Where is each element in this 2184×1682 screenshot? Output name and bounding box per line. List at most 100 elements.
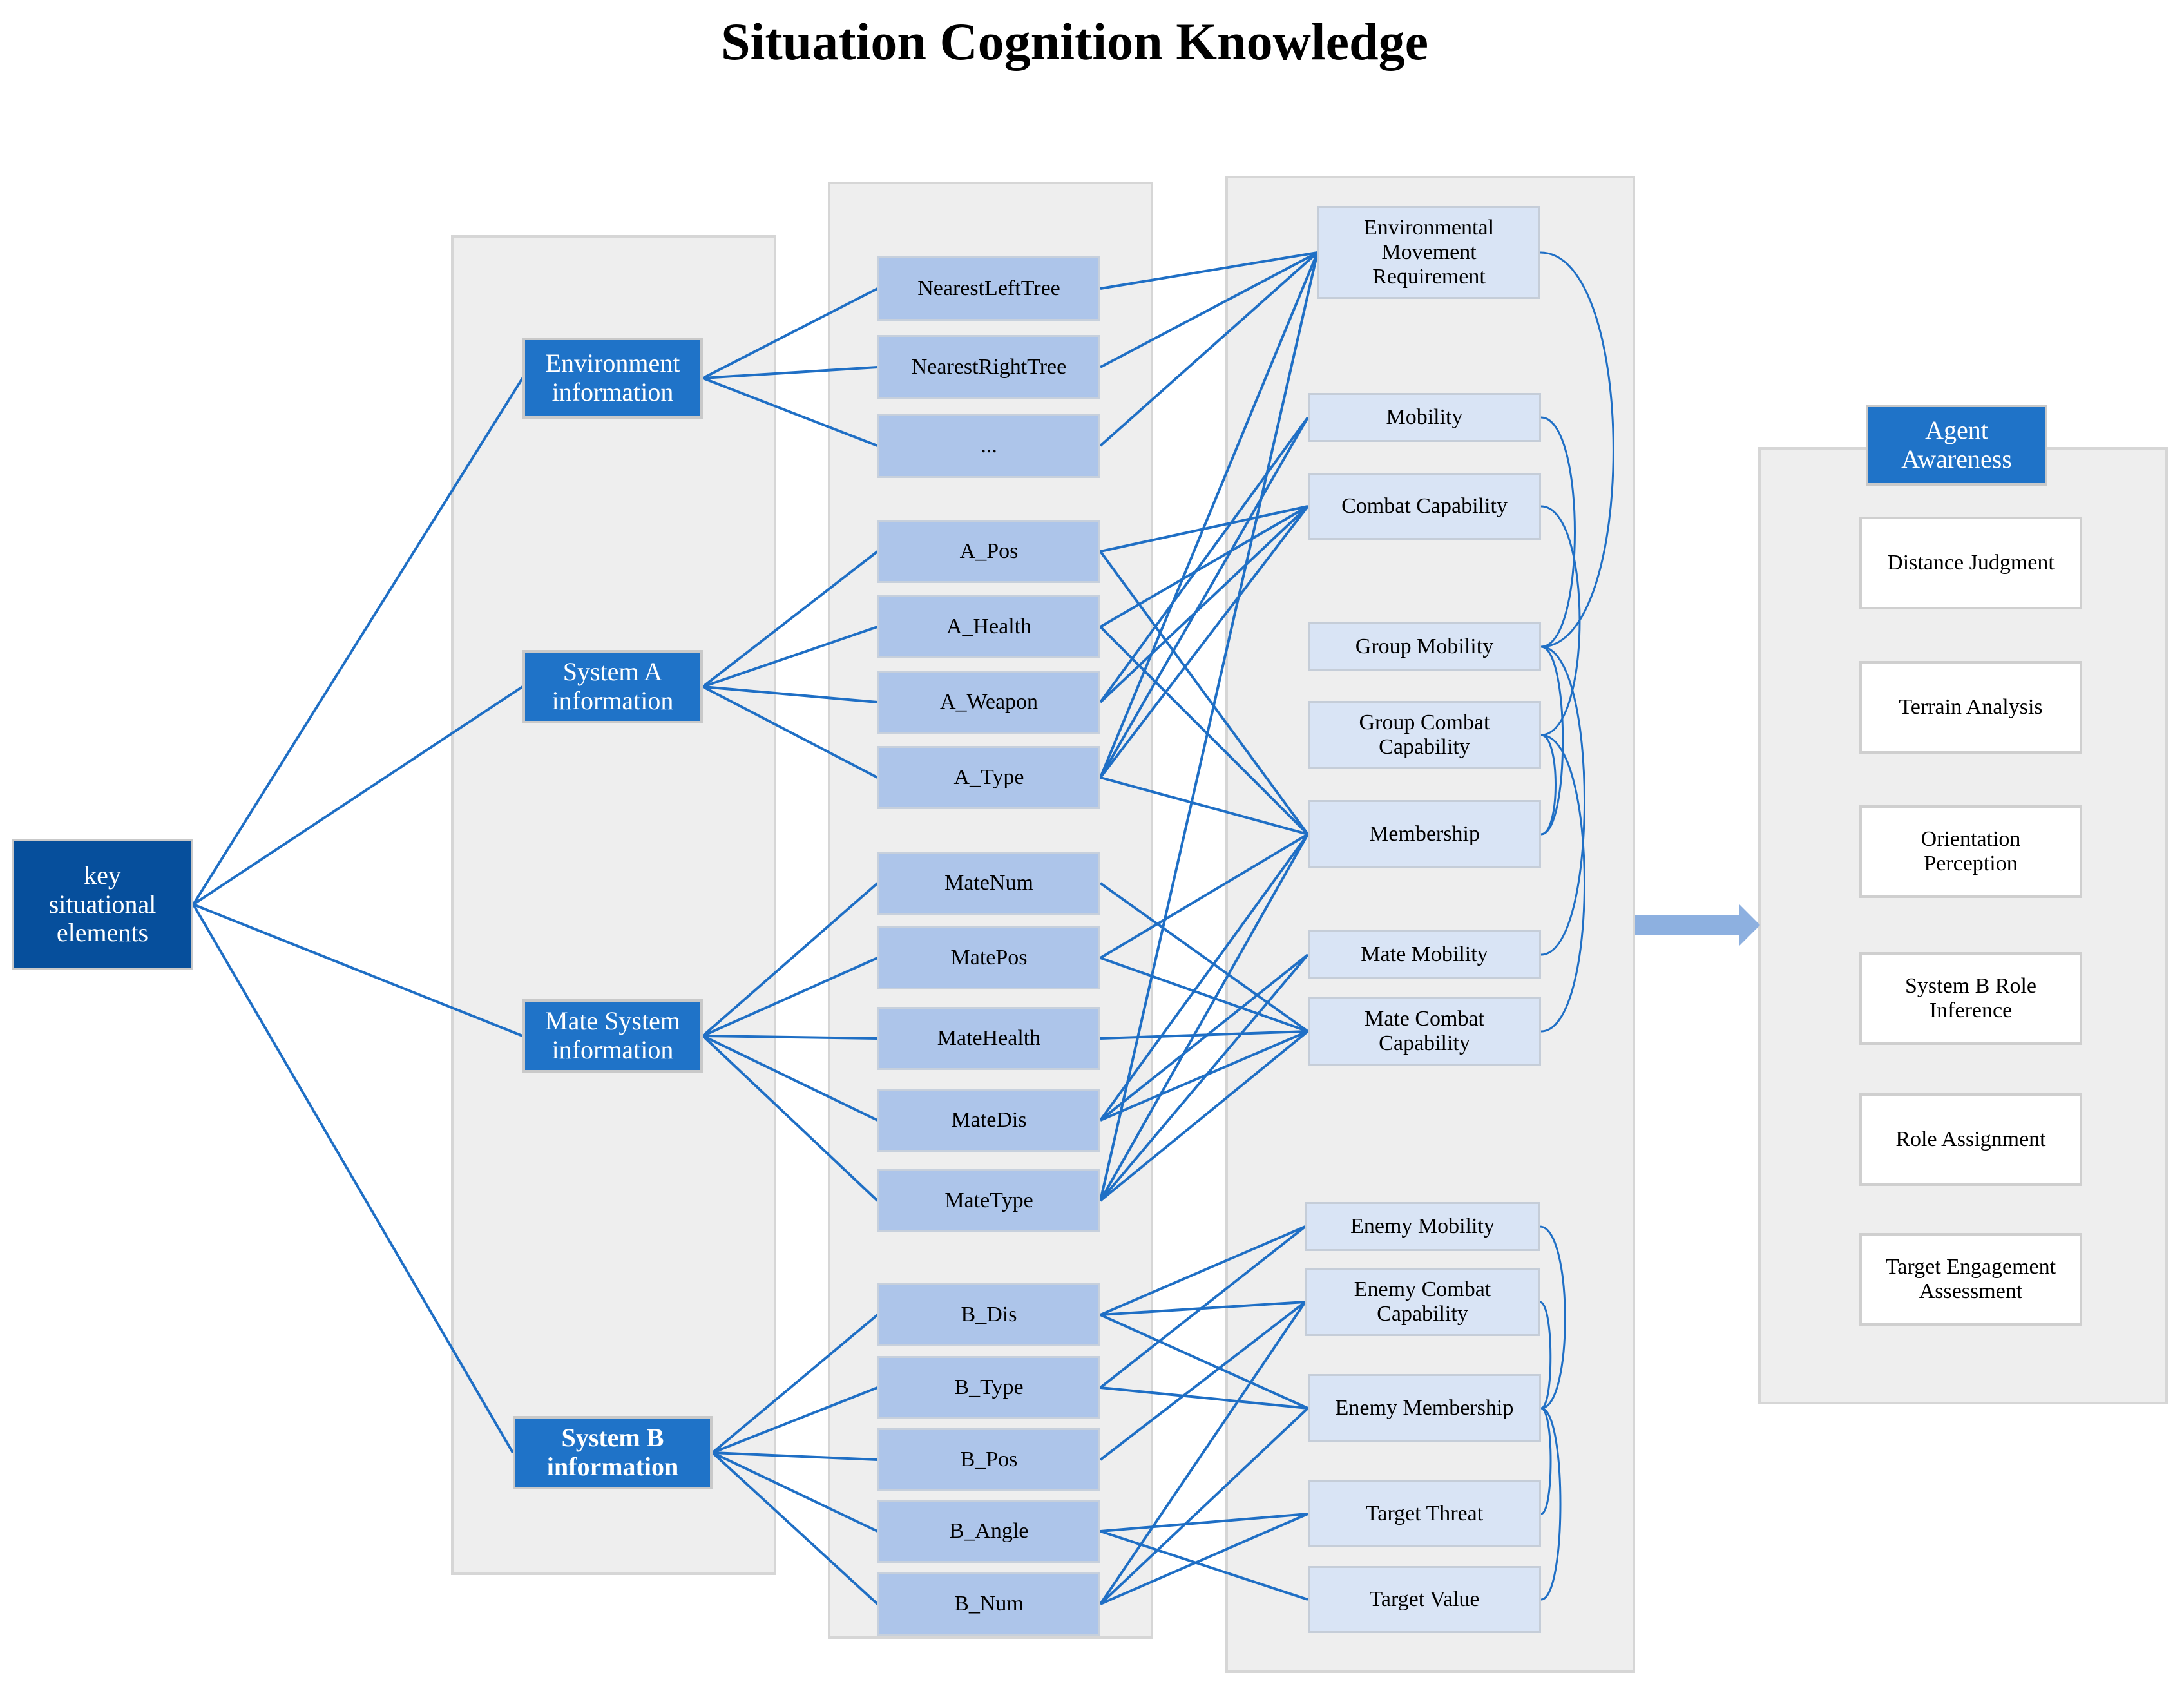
element-b-pos: B_Pos — [877, 1428, 1100, 1491]
awareness-terrain-analysis: Terrain Analysis — [1859, 661, 2082, 754]
knowledge-mate-mobility: Mate Mobility — [1308, 930, 1541, 979]
link-etc-envmove — [1099, 251, 1319, 447]
curve-envmove-groupmob — [1540, 251, 1614, 648]
element-a-pos: A_Pos — [877, 520, 1100, 583]
element-mate-num: MateNum — [877, 852, 1100, 915]
curve-enemymem-value — [1540, 1407, 1562, 1601]
curve-groupcomb-matecomb — [1540, 734, 1585, 1033]
element-b-num: B_Num — [877, 1572, 1100, 1636]
link-matepos-matecomb — [1100, 957, 1308, 1033]
link-aweapon-mobility — [1099, 416, 1309, 703]
element-b-dis: B_Dis — [877, 1283, 1100, 1346]
link-mate-matedis — [702, 1035, 878, 1122]
link-aweapon-combat — [1099, 505, 1309, 703]
curve-combat-groupcomb — [1540, 505, 1581, 736]
link-bdis-enemymob — [1100, 1225, 1306, 1316]
link-root-sysB — [192, 903, 514, 1454]
awareness-system-b-role-inference: System B Role Inference — [1859, 952, 2082, 1045]
awareness-title: Agent Awareness — [1866, 405, 2047, 486]
knowledge-environmental-movement: Environmental Movement Requirement — [1317, 206, 1540, 299]
link-matetype-membership — [1099, 834, 1309, 1201]
knowledge-mobility: Mobility — [1308, 393, 1541, 442]
category-panel — [451, 235, 776, 1575]
link-atype-membership — [1100, 776, 1308, 836]
knowledge-enemy-membership: Enemy Membership — [1308, 1374, 1541, 1442]
link-btype-enemymob — [1099, 1225, 1307, 1389]
link-bdis-enemymem — [1100, 1314, 1308, 1410]
category-environment: Environment information — [522, 338, 703, 419]
link-bangle-threat — [1100, 1513, 1308, 1533]
awareness-target-engagement: Target Engagement Assessment — [1859, 1233, 2082, 1326]
link-env-nrt — [702, 366, 878, 379]
awareness-orientation-perception: Orientation Perception — [1859, 805, 2082, 898]
link-mate-matenum — [702, 882, 879, 1037]
element-nearest-right-tree: NearestRightTree — [877, 335, 1100, 399]
link-matenum-matecomb — [1099, 882, 1309, 1033]
element-b-type: B_Type — [877, 1356, 1100, 1419]
link-bnum-enemymem — [1099, 1407, 1309, 1605]
link-apos-membership — [1099, 550, 1309, 836]
link-env-etc — [702, 377, 878, 447]
knowledge-enemy-mobility: Enemy Mobility — [1305, 1202, 1540, 1251]
link-matedis-matemob — [1099, 953, 1309, 1122]
link-sysA-aweapon — [702, 685, 878, 703]
knowledge-group-mobility: Group Mobility — [1308, 622, 1541, 671]
link-sysB-bdis — [711, 1314, 879, 1454]
curve-groupmob-membership — [1540, 645, 1564, 836]
knowledge-target-threat: Target Threat — [1308, 1480, 1541, 1547]
knowledge-enemy-combat: Enemy Combat Capability — [1305, 1268, 1540, 1336]
curve-enemycomb-enemymem — [1539, 1301, 1552, 1410]
link-root-env — [192, 377, 524, 906]
link-sysB-btype — [712, 1386, 878, 1454]
element-a-health: A_Health — [877, 595, 1100, 658]
awareness-role-assignment: Role Assignment — [1859, 1093, 2082, 1186]
element-a-weapon: A_Weapon — [877, 671, 1100, 734]
flow-arrow — [1635, 904, 1760, 946]
link-btype-enemymem — [1100, 1386, 1308, 1410]
link-bpos-enemycomb — [1099, 1301, 1307, 1461]
element-ellipsis: ... — [877, 414, 1100, 478]
category-system-a: System A information — [522, 650, 703, 723]
category-system-b: System B information — [513, 1416, 713, 1489]
knowledge-target-value: Target Value — [1308, 1566, 1541, 1633]
link-mate-matehealth — [702, 1035, 878, 1040]
link-matepos-membership — [1099, 833, 1309, 959]
curve-enemymem-threat — [1540, 1407, 1552, 1515]
link-sysA-atype — [702, 685, 878, 779]
element-a-type: A_Type — [877, 746, 1100, 809]
link-sysB-bnum — [711, 1451, 879, 1605]
awareness-distance-judgment: Distance Judgment — [1859, 517, 2082, 609]
link-bnum-enemycomb — [1099, 1301, 1307, 1605]
link-atype-combat — [1099, 505, 1309, 779]
element-nearest-left-tree: NearestLeftTree — [877, 256, 1100, 321]
curve-groupmob-matemob — [1540, 645, 1585, 956]
knowledge-group-combat: Group Combat Capability — [1308, 701, 1541, 769]
knowledge-mate-combat: Mate Combat Capability — [1308, 997, 1541, 1066]
link-nlt-envmove — [1100, 251, 1318, 290]
element-b-angle: B_Angle — [877, 1500, 1100, 1563]
element-mate-health: MateHealth — [877, 1007, 1100, 1070]
link-matetype-envmove — [1099, 252, 1319, 1201]
link-lines — [192, 251, 1319, 1605]
link-ahealth-combat — [1099, 505, 1309, 628]
link-nrt-envmove — [1100, 251, 1318, 368]
element-mate-type: MateType — [877, 1169, 1100, 1232]
link-atype-envmove — [1099, 252, 1319, 778]
element-mate-pos: MatePos — [877, 926, 1100, 989]
link-root-sysA — [192, 685, 524, 906]
link-matetype-matemob — [1099, 953, 1309, 1202]
knowledge-membership: Membership — [1308, 800, 1541, 868]
link-sysA-ahealth — [702, 626, 878, 688]
link-atype-mobility — [1099, 417, 1309, 778]
curve-enemymob-enemymem — [1539, 1225, 1566, 1410]
link-bnum-threat — [1100, 1513, 1308, 1605]
link-mate-matepos — [702, 957, 878, 1037]
root-node: key situational elements — [12, 839, 193, 970]
link-mate-matetype — [702, 1035, 879, 1202]
category-mate-system: Mate System information — [522, 999, 703, 1073]
link-sysA-apos — [702, 550, 879, 688]
curve-groupcomb-membership — [1540, 734, 1557, 836]
page-title: Situation Cognition Knowledge — [720, 12, 1429, 71]
link-root-mate — [193, 903, 523, 1037]
